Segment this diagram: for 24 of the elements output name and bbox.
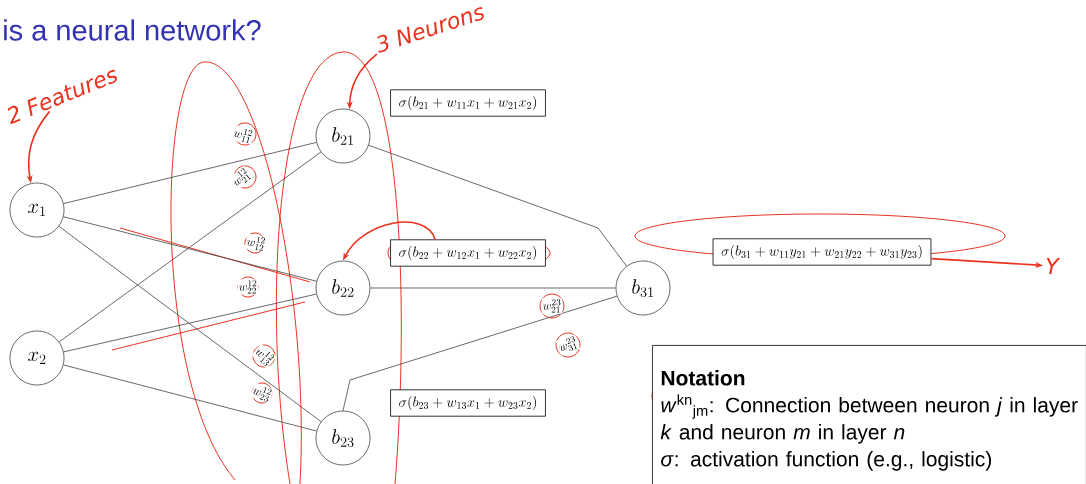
weight-label: $w^{23}_{21}$ — [541, 298, 563, 314]
notation-box: Notation w$^{kn}$$_{jm}$: Connection between neuron j in layer k and neuron m in layer n σ: activation function (e.g., logistic) — [652, 345, 1086, 484]
connection-line — [63, 216, 317, 282]
formula-box: $\sigma(b_{21} + w_{11}x_1 + w_{21}x_2)$ — [390, 89, 546, 117]
weight-label: $w^{12}_{12}$ — [244, 233, 268, 253]
formula-box: $\sigma(b_{31} + w_{11}y_{21} + w_{21}y_{22} + w_{31}y_{23})$ — [712, 238, 932, 266]
connection-line — [370, 287, 616, 289]
connection-line — [342, 295, 618, 411]
handwritten-note: Y — [1046, 257, 1061, 274]
weight-label: $w^{12}_{11}$ — [231, 125, 255, 145]
weight-label: $w^{12}_{13}$ — [251, 343, 277, 369]
connection-line — [63, 364, 317, 432]
connection-line — [58, 151, 322, 343]
formula-box: $\sigma(b_{23} + w_{13}x_1 + w_{23}x_2)$ — [390, 389, 546, 417]
connection-line — [63, 293, 317, 353]
weight-label: $w^{23}_{31}$ — [555, 334, 581, 356]
weight-label: $w^{12}_{21}$ — [228, 165, 254, 191]
connection-line — [368, 144, 627, 267]
weight-label: $w^{12}_{22}$ — [237, 279, 259, 295]
title: is a neural network? — [4, 19, 261, 41]
connection-line — [63, 142, 317, 204]
weight-label: $w^{12}_{23}$ — [249, 382, 275, 404]
connection-line — [58, 225, 322, 422]
formula-box: $\sigma(b_{22} + w_{12}x_1 + w_{22}x_2)$ — [390, 239, 546, 267]
